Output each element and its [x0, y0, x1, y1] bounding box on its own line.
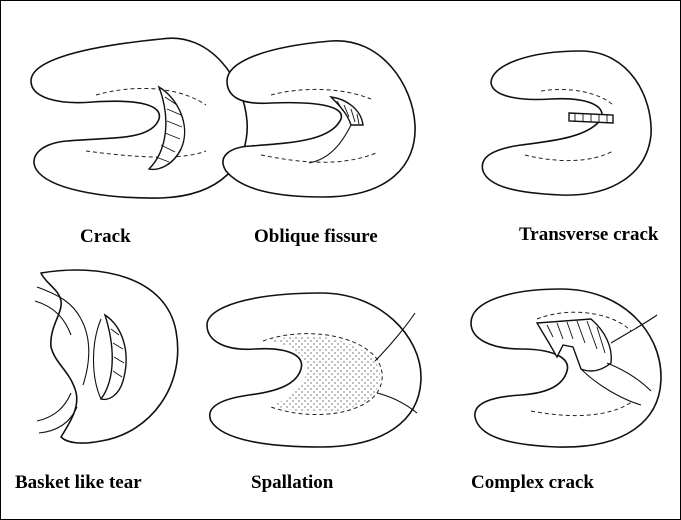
caption-spallation: Spallation [251, 472, 333, 494]
caption-oblique-fissure: Oblique fissure [254, 226, 378, 248]
caption-crack: Crack [80, 226, 131, 248]
meniscus-complex-crack [471, 289, 661, 447]
caption-complex-crack: Complex crack [471, 472, 594, 494]
meniscus-crack [31, 38, 247, 198]
meniscus-basket-tear [35, 270, 178, 443]
meniscus-transverse-crack [482, 51, 651, 195]
caption-transverse-crack: Transverse crack [519, 224, 658, 246]
meniscus-spallation [207, 293, 421, 447]
meniscus-oblique-fissure [223, 41, 415, 197]
caption-basket-like-tear: Basket like tear [15, 472, 142, 494]
